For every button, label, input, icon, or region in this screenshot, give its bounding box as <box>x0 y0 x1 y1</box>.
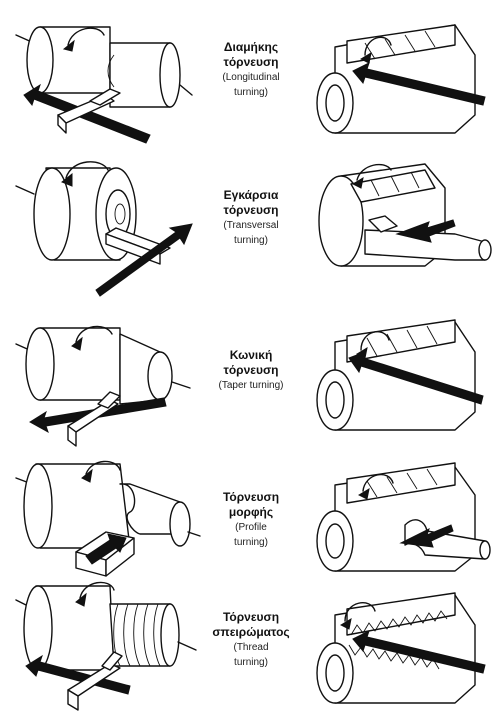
profile-greek-line1: Τόρνευση <box>222 490 280 504</box>
longitudinal-english-line2: turning) <box>234 87 268 98</box>
taper-label: Κωνική τόρνευση (Taper turning) <box>196 348 306 393</box>
profile-label: Τόρνευση μορφής (Profile turning) <box>196 490 306 550</box>
profile-english-line1: (Profile <box>235 522 267 533</box>
longitudinal-english-line1: (Longitudinal <box>222 72 280 83</box>
taper-internal-figure <box>316 319 484 431</box>
thread-external-figure <box>15 581 197 711</box>
transversal-greek-line1: Εγκάρσια <box>223 188 279 202</box>
profile-greek-line2: μορφής <box>228 505 274 519</box>
longitudinal-label: Διαμήκης τόρνευση (Longitudinal turning) <box>196 40 306 100</box>
thread-label: Τόρνευση σπειρώματος (Thread turning) <box>196 610 306 670</box>
transversal-internal-figure <box>318 163 492 267</box>
transversal-english-line2: turning) <box>234 235 268 246</box>
longitudinal-internal-figure <box>316 24 486 134</box>
transversal-label: Εγκάρσια τόρνευση (Transversal turning) <box>196 188 306 248</box>
profile-english-line2: turning) <box>234 537 268 548</box>
thread-greek-line1: Τόρνευση <box>222 610 280 624</box>
thread-english-line1: (Thread <box>233 642 269 653</box>
transversal-external-figure <box>15 161 193 297</box>
thread-internal-figure <box>316 592 486 704</box>
longitudinal-external-figure <box>15 26 193 144</box>
thread-english-line2: turning) <box>234 657 268 668</box>
taper-greek-line1: Κωνική <box>229 348 273 362</box>
transversal-english-line1: (Transversal <box>223 220 279 231</box>
taper-english-line1: (Taper turning) <box>218 380 284 391</box>
thread-greek-line2: σπειρώματος <box>212 625 290 639</box>
longitudinal-greek-line1: Διαμήκης <box>223 40 279 54</box>
profile-internal-figure <box>316 462 491 572</box>
taper-external-figure <box>15 325 191 447</box>
profile-external-figure <box>15 460 201 577</box>
transversal-greek-line2: τόρνευση <box>223 203 279 217</box>
longitudinal-greek-line2: τόρνευση <box>223 55 279 69</box>
taper-greek-line2: τόρνευση <box>223 363 279 377</box>
